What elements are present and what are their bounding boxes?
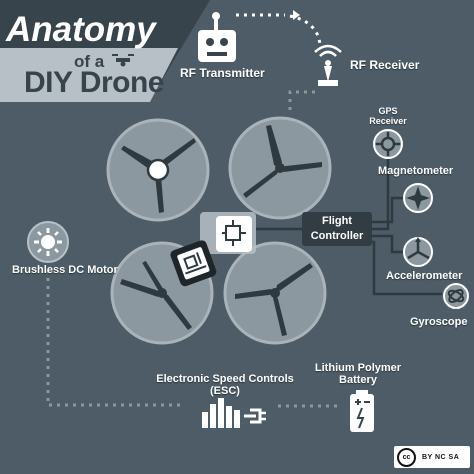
page-title: Anatomy <box>6 10 156 49</box>
brushless-motor-icon <box>27 221 69 263</box>
label-accelerometer: Accelerometer <box>386 270 463 282</box>
label-flight-line2: Controller <box>310 230 364 242</box>
label-gps-line2: Receiver <box>369 116 407 126</box>
page-title-subject: DIY Drone <box>24 66 164 99</box>
license-badge: cc BY NC SA <box>394 446 470 468</box>
label-rf-transmitter: RF Transmitter <box>180 66 265 80</box>
label-battery: Lithium Polymer Battery <box>304 362 412 386</box>
title-banner <box>0 48 150 102</box>
label-gps-line1: GPS <box>378 106 398 116</box>
label-brushless-dc-motor: Brushless DC Motor <box>12 264 118 276</box>
gps-receiver-icon <box>373 129 403 159</box>
rotor-hub-highlight <box>146 158 170 182</box>
drone-icon <box>112 54 134 67</box>
battery-icon <box>350 390 374 432</box>
rotor-front-right <box>228 116 332 220</box>
label-esc-line1: Electronic Speed Controls <box>156 373 294 385</box>
rotor-rear-right <box>223 241 327 345</box>
esc-board-icon <box>170 240 217 287</box>
label-gps-receiver: GPS Receiver <box>366 106 410 126</box>
rf-receiver-icon <box>314 44 342 86</box>
rf-transmitter-icon <box>198 12 236 62</box>
magnetometer-icon <box>403 183 433 213</box>
rotor-front-left <box>106 118 210 222</box>
esc-icon <box>202 398 266 428</box>
receiver-link-dots <box>288 90 315 112</box>
label-gyroscope: Gyroscope <box>410 316 468 328</box>
label-rf-receiver: RF Receiver <box>350 58 420 72</box>
flight-controller-box: Flight Controller <box>302 212 372 246</box>
label-flight-line1: Flight <box>322 215 352 227</box>
label-esc: Electronic Speed Controls (ESC) <box>150 373 300 397</box>
gyroscope-icon <box>443 283 469 309</box>
label-battery-line1: Lithium Polymer <box>314 362 402 374</box>
label-battery-line2: Battery <box>339 374 377 386</box>
cc-logo-icon: cc <box>397 448 416 467</box>
page-title-connector: of a <box>74 52 105 71</box>
flight-controller-chip-icon <box>216 216 252 252</box>
license-terms: BY NC SA <box>421 454 460 461</box>
label-magnetometer: Magnetometer <box>378 165 454 177</box>
accelerometer-icon <box>403 237 433 267</box>
sensor-wires <box>256 140 442 296</box>
label-esc-line2: (ESC) <box>210 385 240 397</box>
